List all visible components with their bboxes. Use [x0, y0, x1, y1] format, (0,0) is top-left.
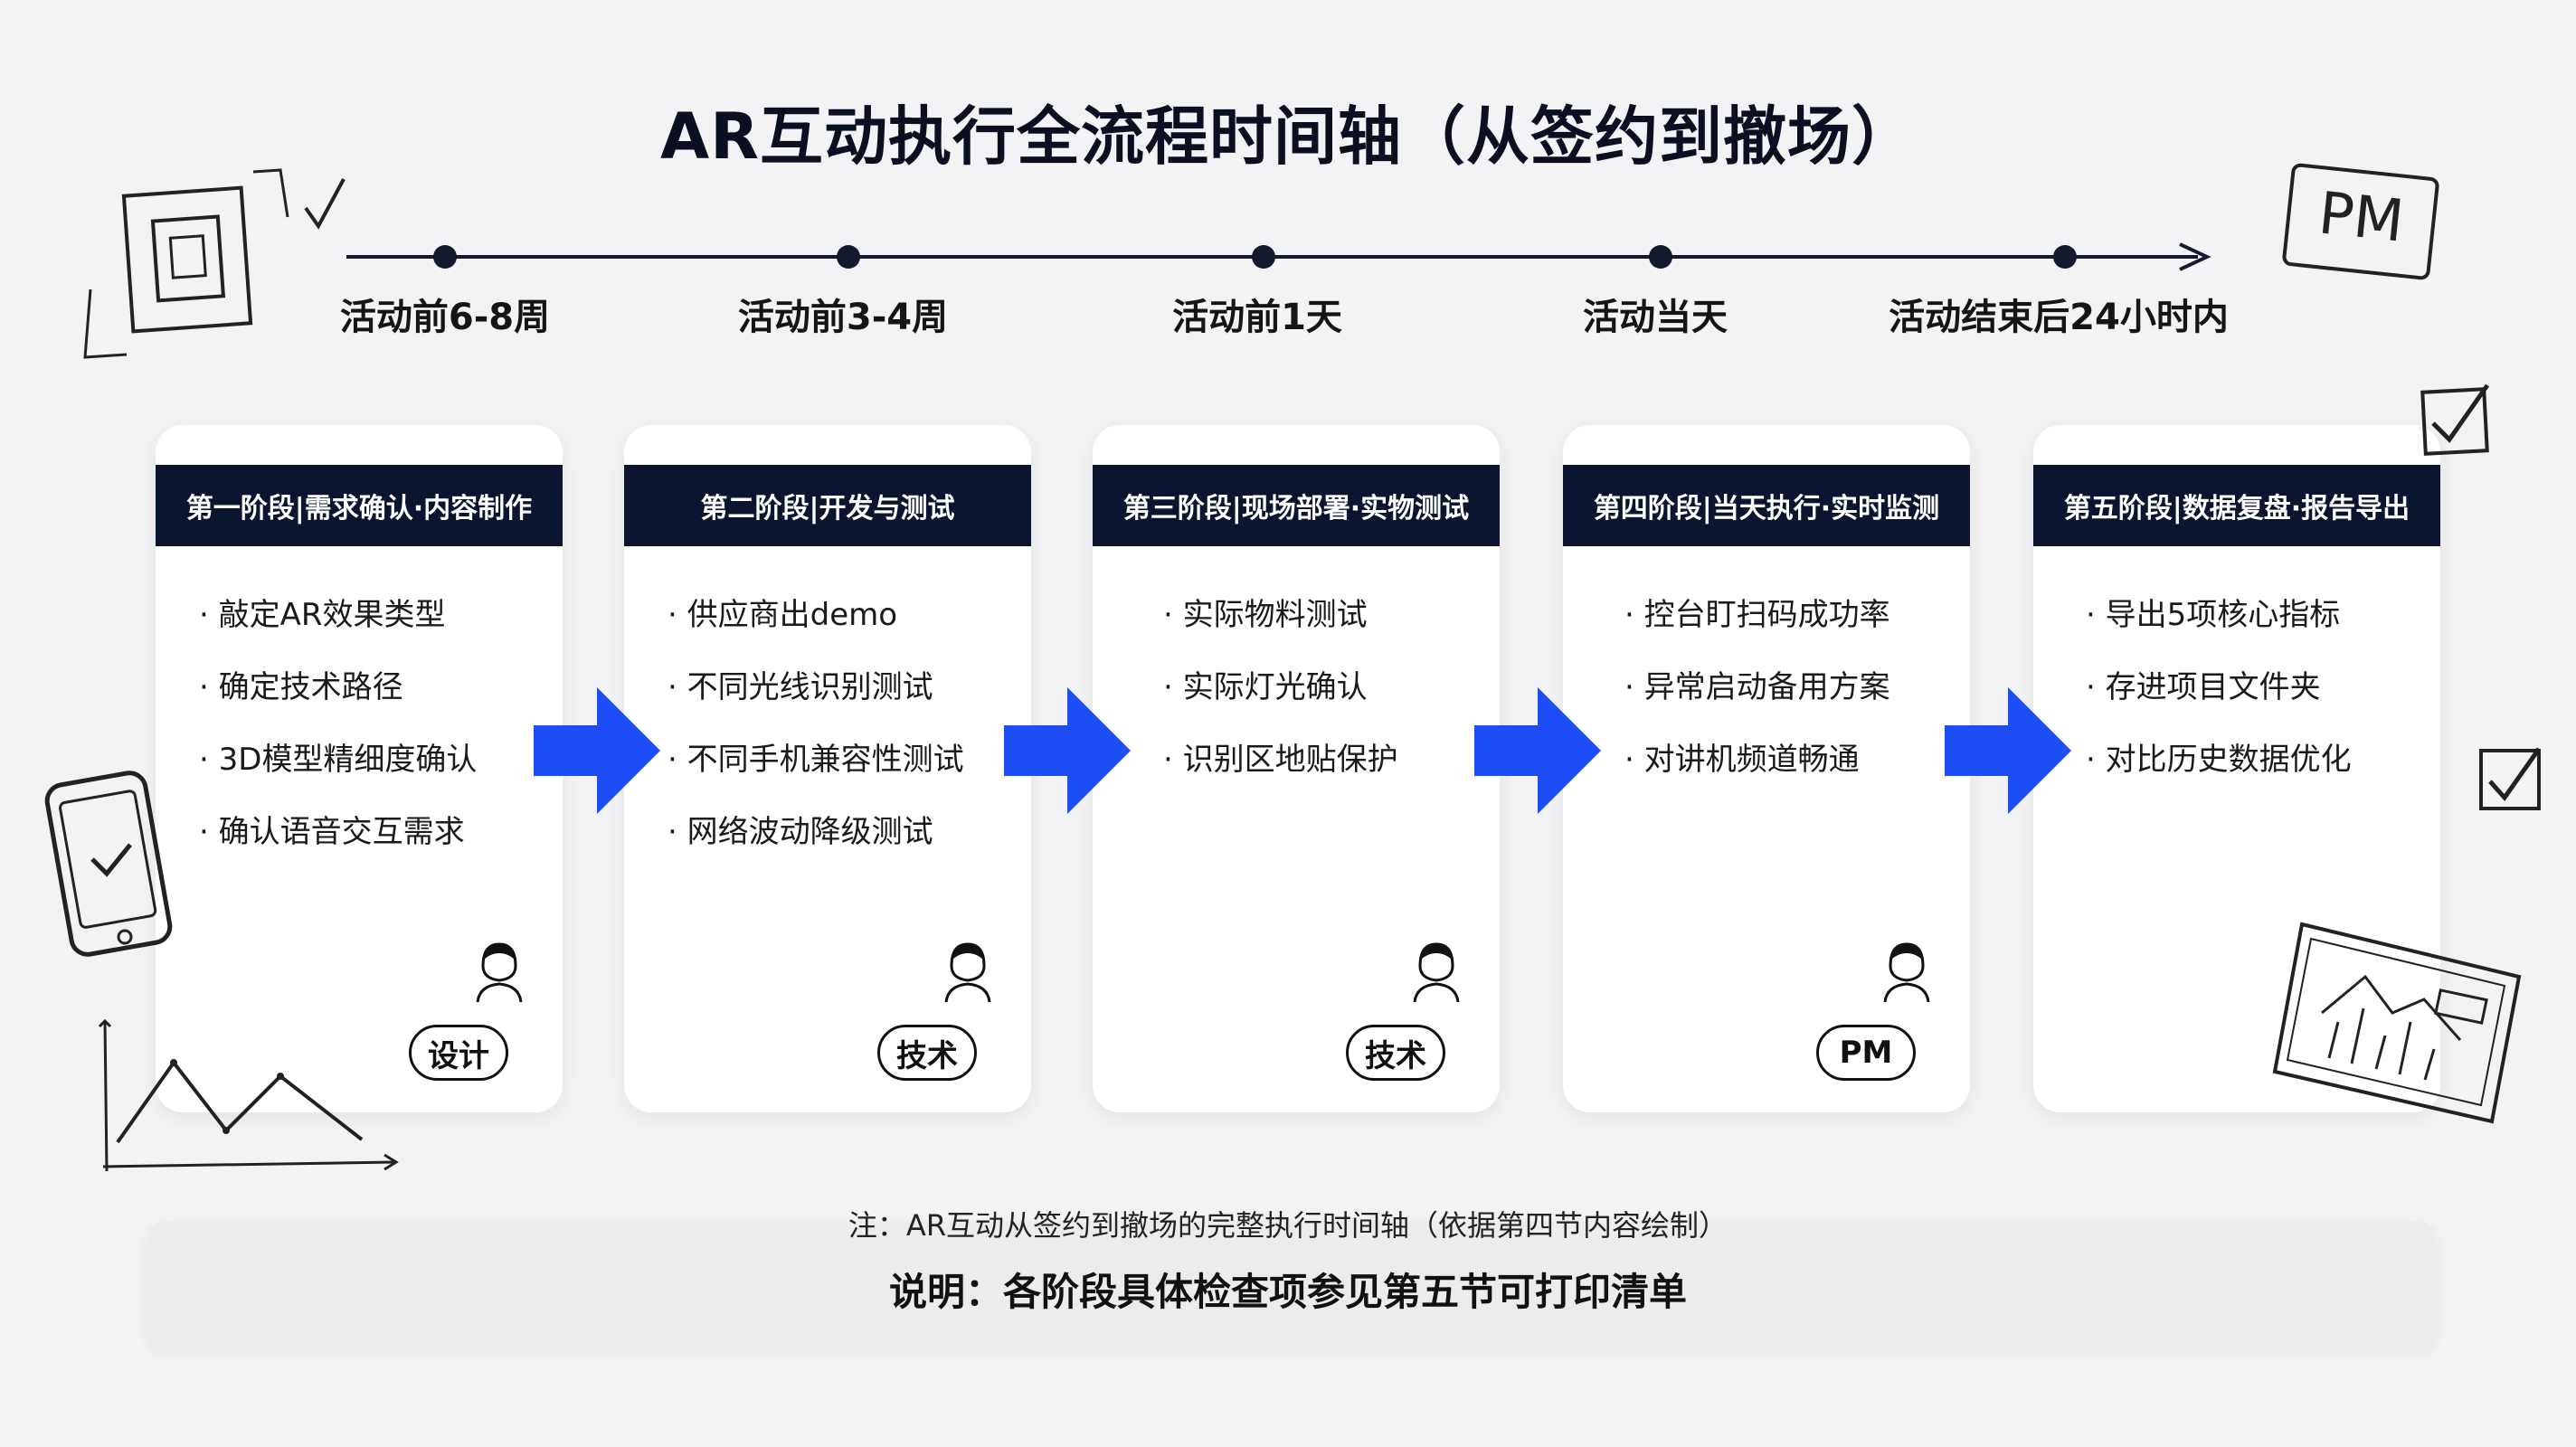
checkbox-checked-icon: [2479, 747, 2542, 810]
stage-item: 网络波动降级测试: [668, 809, 1022, 882]
stage-items: 供应商出demo 不同光线识别测试 不同手机兼容性测试 网络波动降级测试: [668, 592, 1022, 882]
pm-sign-text: PM: [2316, 180, 2407, 255]
timeline-dot: [433, 245, 457, 269]
flow-arrow-icon: [534, 687, 660, 814]
stage-item: 控台盯扫码成功率: [1624, 592, 1961, 665]
timeline-arrowhead: [2179, 242, 2211, 271]
timeline-dot: [1252, 245, 1275, 269]
role-badge: 设计: [409, 1025, 508, 1081]
footer-explanation: 说明：各阶段具体检查项参见第五节可打印清单: [888, 1270, 1687, 1314]
person-icon: [476, 942, 523, 1002]
stage-items: 实际物料测试 实际灯光确认 识别区地贴保护: [1163, 592, 1491, 809]
timeline-label: 活动结束后24小时内: [1889, 297, 2229, 338]
stage-header: 第一阶段|需求确认·内容制作: [156, 465, 563, 546]
pm-sign-sketch: PM: [2282, 163, 2439, 280]
stage-card-5: 第五阶段|数据复盘·报告导出 导出5项核心指标 存进项目文件夹 对比历史数据优化: [2033, 425, 2440, 1112]
stage-header: 第二阶段|开发与测试: [624, 465, 1031, 546]
timeline-label: 活动前1天: [1172, 297, 1342, 338]
stage-header: 第四阶段|当天执行·实时监测: [1563, 465, 1970, 546]
stage-item: 3D模型精细度确认: [199, 737, 554, 809]
person-icon: [1883, 942, 1930, 1002]
phone-sketch-icon: [44, 771, 173, 957]
ar-marker-sketch-icon: [83, 168, 346, 359]
stage-item: 不同手机兼容性测试: [668, 737, 1022, 809]
stage-card-2: 第二阶段|开发与测试 供应商出demo 不同光线识别测试 不同手机兼容性测试 网…: [624, 425, 1031, 1112]
stage-item: 实际物料测试: [1163, 592, 1491, 665]
stage-item: 存进项目文件夹: [2086, 665, 2431, 737]
footer-panel: [147, 1221, 2437, 1352]
checkbox-checked-icon: [2420, 383, 2490, 456]
timeline-dot: [837, 245, 860, 269]
flow-arrow-icon: [1945, 687, 2071, 814]
stage-item: 对比历史数据优化: [2086, 737, 2431, 809]
person-icon: [944, 942, 991, 1002]
role-badge: 技术: [877, 1025, 977, 1081]
stage-card-4: 第四阶段|当天执行·实时监测 控台盯扫码成功率 异常启动备用方案 对讲机频道畅通…: [1563, 425, 1970, 1112]
stage-item: 供应商出demo: [668, 592, 1022, 665]
flow-arrow-icon: [1474, 687, 1601, 814]
stage-header: 第五阶段|数据复盘·报告导出: [2033, 465, 2440, 546]
stage-card-3: 第三阶段|现场部署·实物测试 实际物料测试 实际灯光确认 识别区地贴保护 技术: [1093, 425, 1500, 1112]
stage-item: 敲定AR效果类型: [199, 592, 554, 665]
stage-header: 第三阶段|现场部署·实物测试: [1093, 465, 1500, 546]
flow-arrow-icon: [1004, 687, 1131, 814]
stage-card-1: 第一阶段|需求确认·内容制作 敲定AR效果类型 确定技术路径 3D模型精细度确认…: [156, 425, 563, 1112]
role-badge: PM: [1816, 1025, 1916, 1081]
timeline-label: 活动前6-8周: [339, 297, 551, 338]
stage-item: 识别区地贴保护: [1163, 737, 1491, 809]
stage-item: 不同光线识别测试: [668, 665, 1022, 737]
stage-items: 控台盯扫码成功率 异常启动备用方案 对讲机频道畅通: [1624, 592, 1961, 809]
diagram-note: 注：AR互动从签约到撤场的完整执行时间轴（依据第四节内容绘制）: [848, 1208, 1728, 1243]
page-title: AR互动执行全流程时间轴（从签约到撤场）: [659, 99, 1917, 174]
stage-item: 对讲机频道畅通: [1624, 737, 1961, 809]
dashboard-sketch-icon: [2272, 922, 2522, 1124]
timeline-label: 活动前3-4周: [737, 297, 949, 338]
stage-items: 导出5项核心指标 存进项目文件夹 对比历史数据优化: [2086, 592, 2431, 809]
timeline-label: 活动当天: [1583, 297, 1728, 338]
line-chart-sketch-icon: [98, 1018, 399, 1172]
stage-items: 敲定AR效果类型 确定技术路径 3D模型精细度确认 确认语音交互需求: [199, 592, 554, 882]
stage-item: 异常启动备用方案: [1624, 665, 1961, 737]
stage-item: 确认语音交互需求: [199, 809, 554, 882]
role-badge: 技术: [1346, 1025, 1445, 1081]
stage-item: 实际灯光确认: [1163, 665, 1491, 737]
timeline-dot: [1649, 245, 1672, 269]
timeline-dot: [2053, 245, 2077, 269]
stage-item: 导出5项核心指标: [2086, 592, 2431, 665]
person-icon: [1413, 942, 1460, 1002]
stage-item: 确定技术路径: [199, 665, 554, 737]
